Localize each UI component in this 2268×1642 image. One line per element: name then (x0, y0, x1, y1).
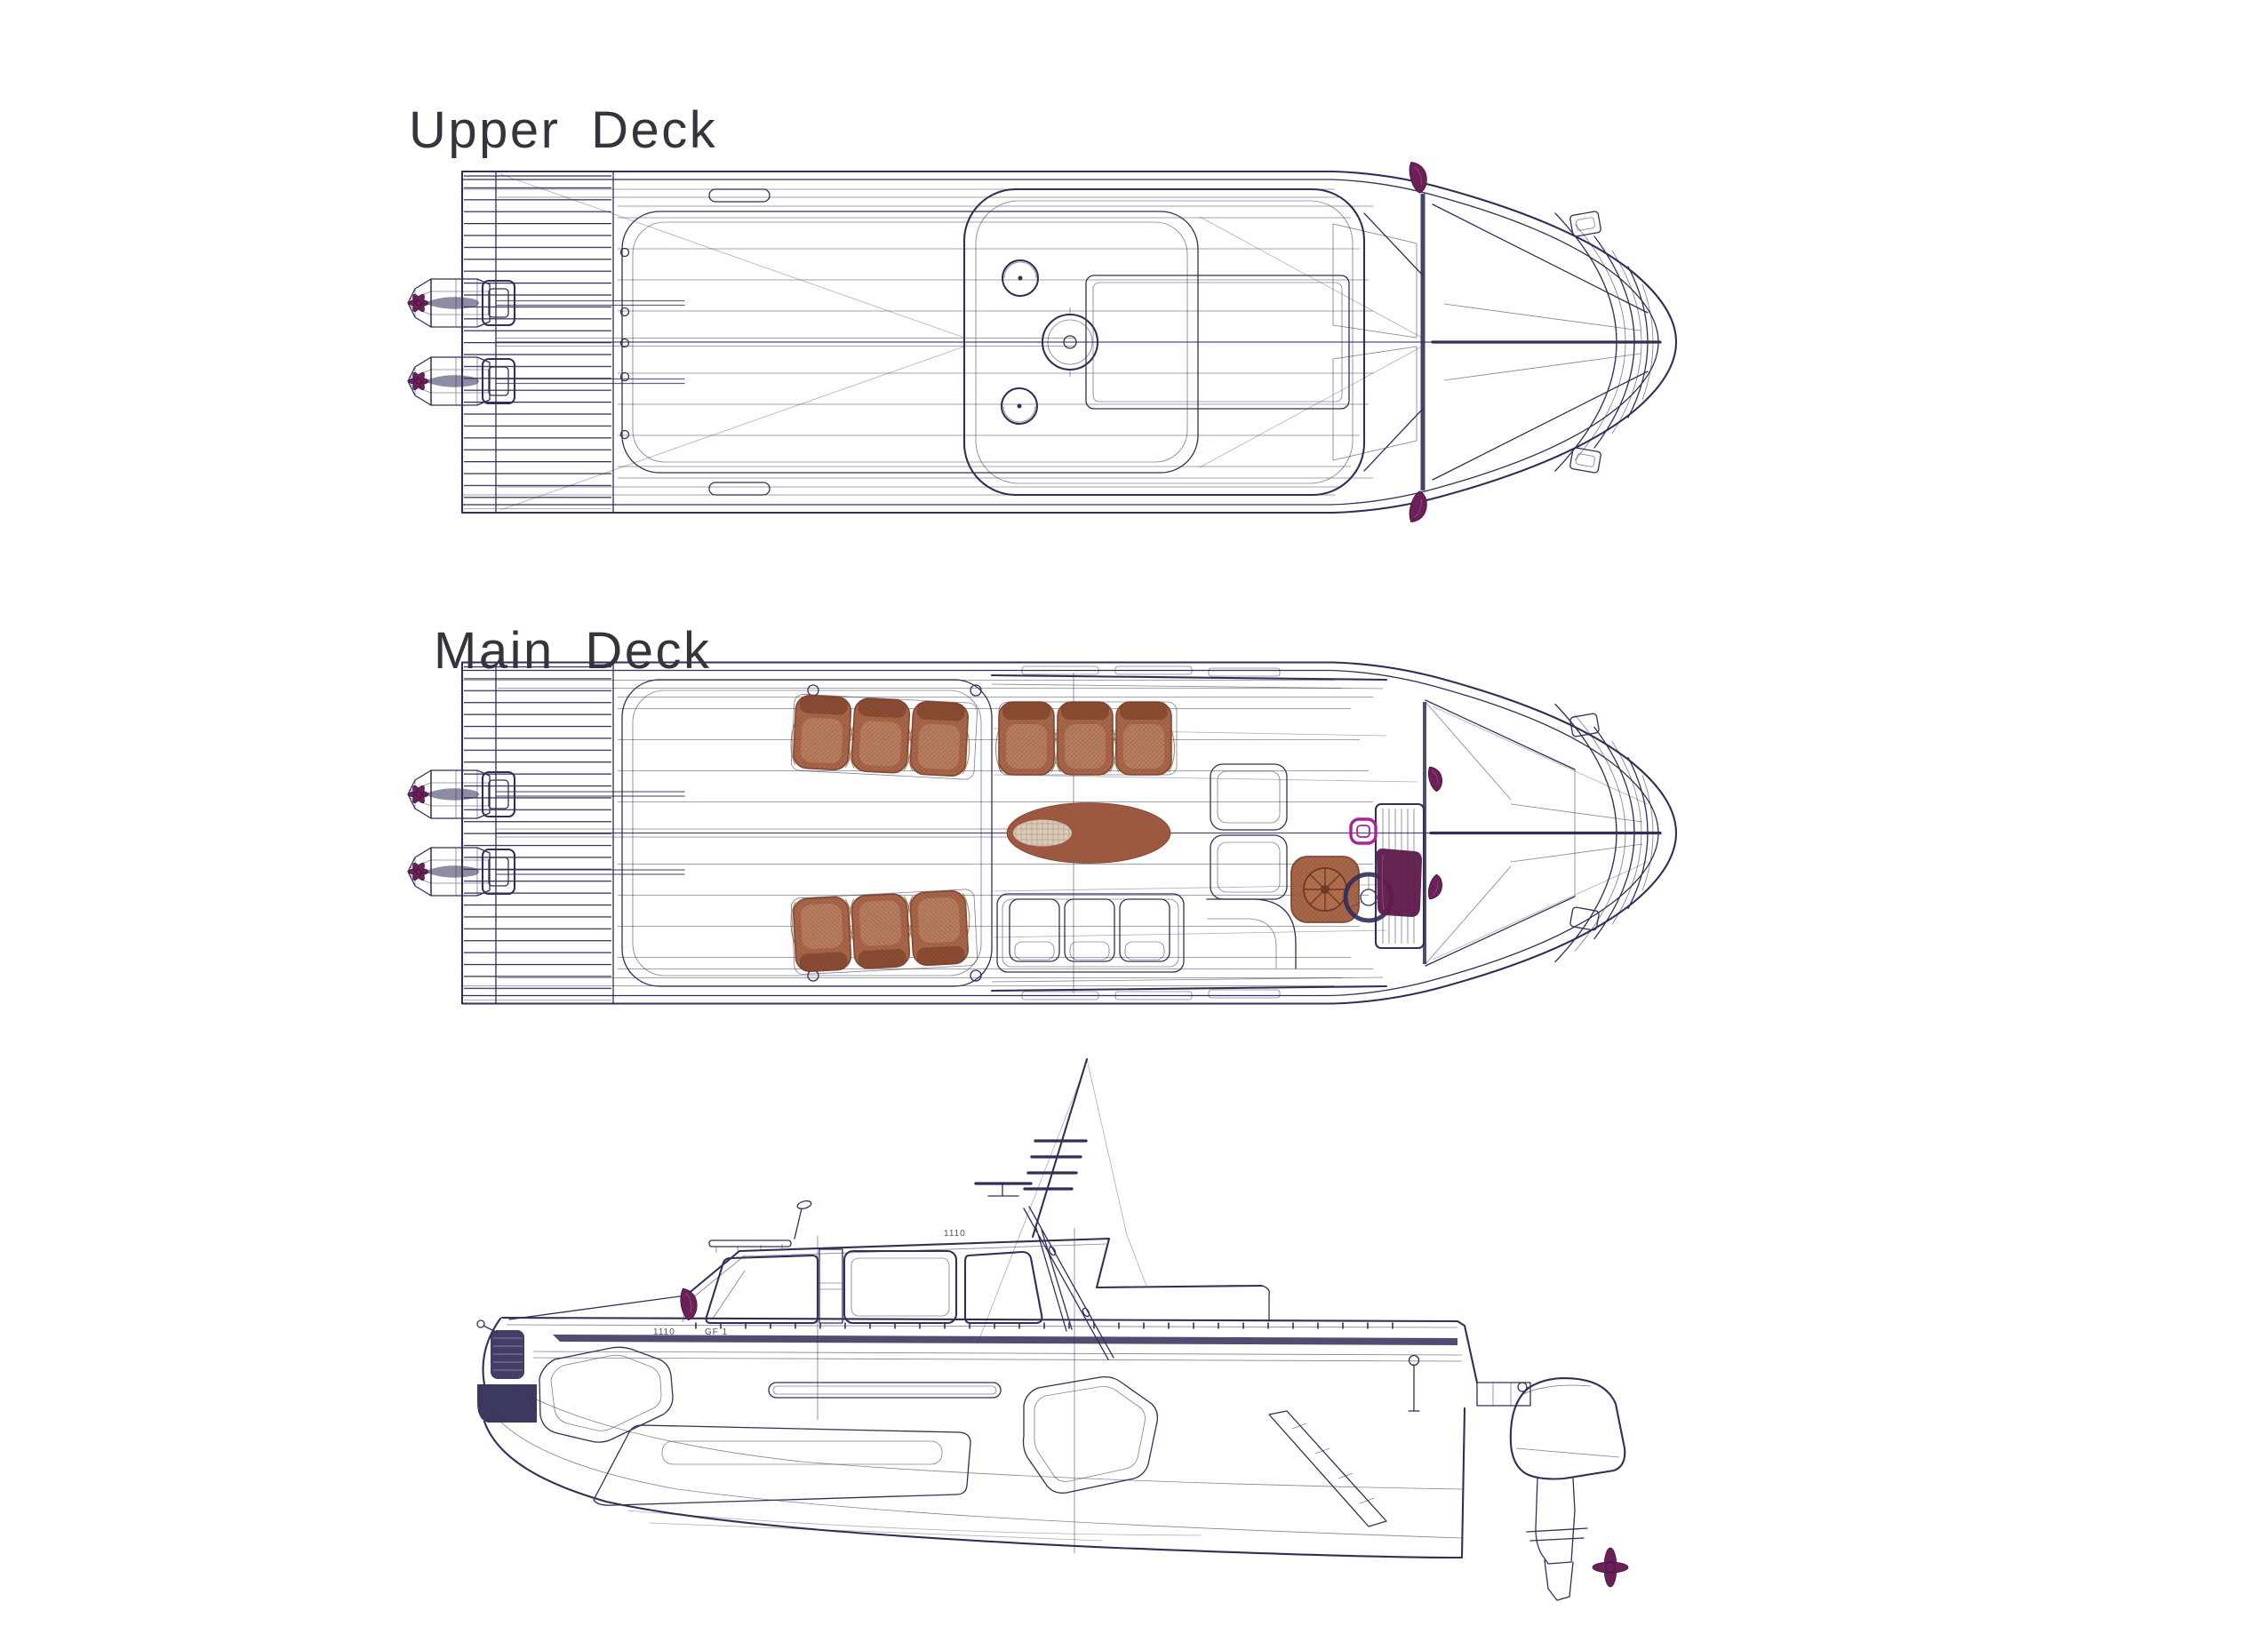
cabin-window-front (705, 1254, 819, 1325)
hull-side (482, 1228, 1479, 1559)
roof-rack (708, 1200, 812, 1253)
seat (788, 693, 856, 772)
foredeck (1429, 705, 1662, 960)
upper-deck-view (406, 158, 1678, 526)
cabin-side (678, 1200, 1270, 1332)
seat (994, 701, 1058, 776)
cabin-window-rear (963, 1250, 1043, 1325)
sunroof (1085, 275, 1350, 410)
roof-marking-text: 1110 (944, 1229, 966, 1239)
seat-row-aft-rear (788, 889, 978, 976)
roof-hatch-aft (1000, 387, 1039, 426)
bow-cleat-port (1569, 713, 1600, 737)
cabin-roof (962, 187, 1366, 497)
windshield-top (1423, 699, 1576, 967)
stern-light (1408, 1354, 1420, 1367)
boarding-steps (1268, 1410, 1387, 1527)
mast-antenna (974, 1057, 1147, 1360)
stern-area (1268, 1354, 1531, 1527)
roof-hatch-forward (1001, 259, 1040, 298)
seat (847, 892, 914, 970)
bow-cleat-port (1569, 211, 1601, 237)
propeller (1592, 1547, 1629, 1588)
bench-seat-wireframe (996, 893, 1185, 973)
antenna-fin-port (1425, 764, 1446, 793)
antenna-fin-starboard (1425, 873, 1446, 902)
aft-cockpit (499, 173, 1423, 511)
compass-pod (1349, 817, 1378, 845)
helm-station (1290, 802, 1425, 950)
hull-marking-text: 1110 (653, 1327, 675, 1337)
seat-row-aft-forward (788, 693, 978, 780)
seat (1112, 701, 1176, 776)
bow-cleat-starboard (1569, 906, 1600, 931)
main-deck-view (406, 661, 1678, 1005)
seat (1053, 701, 1117, 776)
window-mullion (819, 1248, 843, 1324)
side-profile-view: 1110 GF 1 1110 (476, 1057, 1629, 1601)
cabin-window-mid (843, 1249, 958, 1325)
helm-console (1374, 802, 1425, 950)
side-recess-panels (539, 1346, 1159, 1506)
helm-seat (1290, 856, 1360, 923)
outboard-engine-side (1509, 1377, 1629, 1601)
seat (906, 889, 973, 968)
bow-anchor-gear (476, 1319, 537, 1423)
foredeck (1431, 203, 1662, 481)
seat (788, 895, 856, 974)
seat (906, 699, 973, 778)
seat-row-cabin-forward (994, 701, 1178, 776)
roof-vent (1036, 307, 1099, 377)
upper-deck-label: Upper Deck (409, 101, 717, 159)
seat (847, 697, 914, 775)
bow-cleat-starboard (1569, 447, 1601, 474)
hull-marking-text-2: GF 1 (705, 1327, 728, 1337)
side-seats-wireframe (1206, 763, 1297, 969)
windshield-top (1332, 158, 1431, 526)
dinette-table (1006, 802, 1171, 864)
